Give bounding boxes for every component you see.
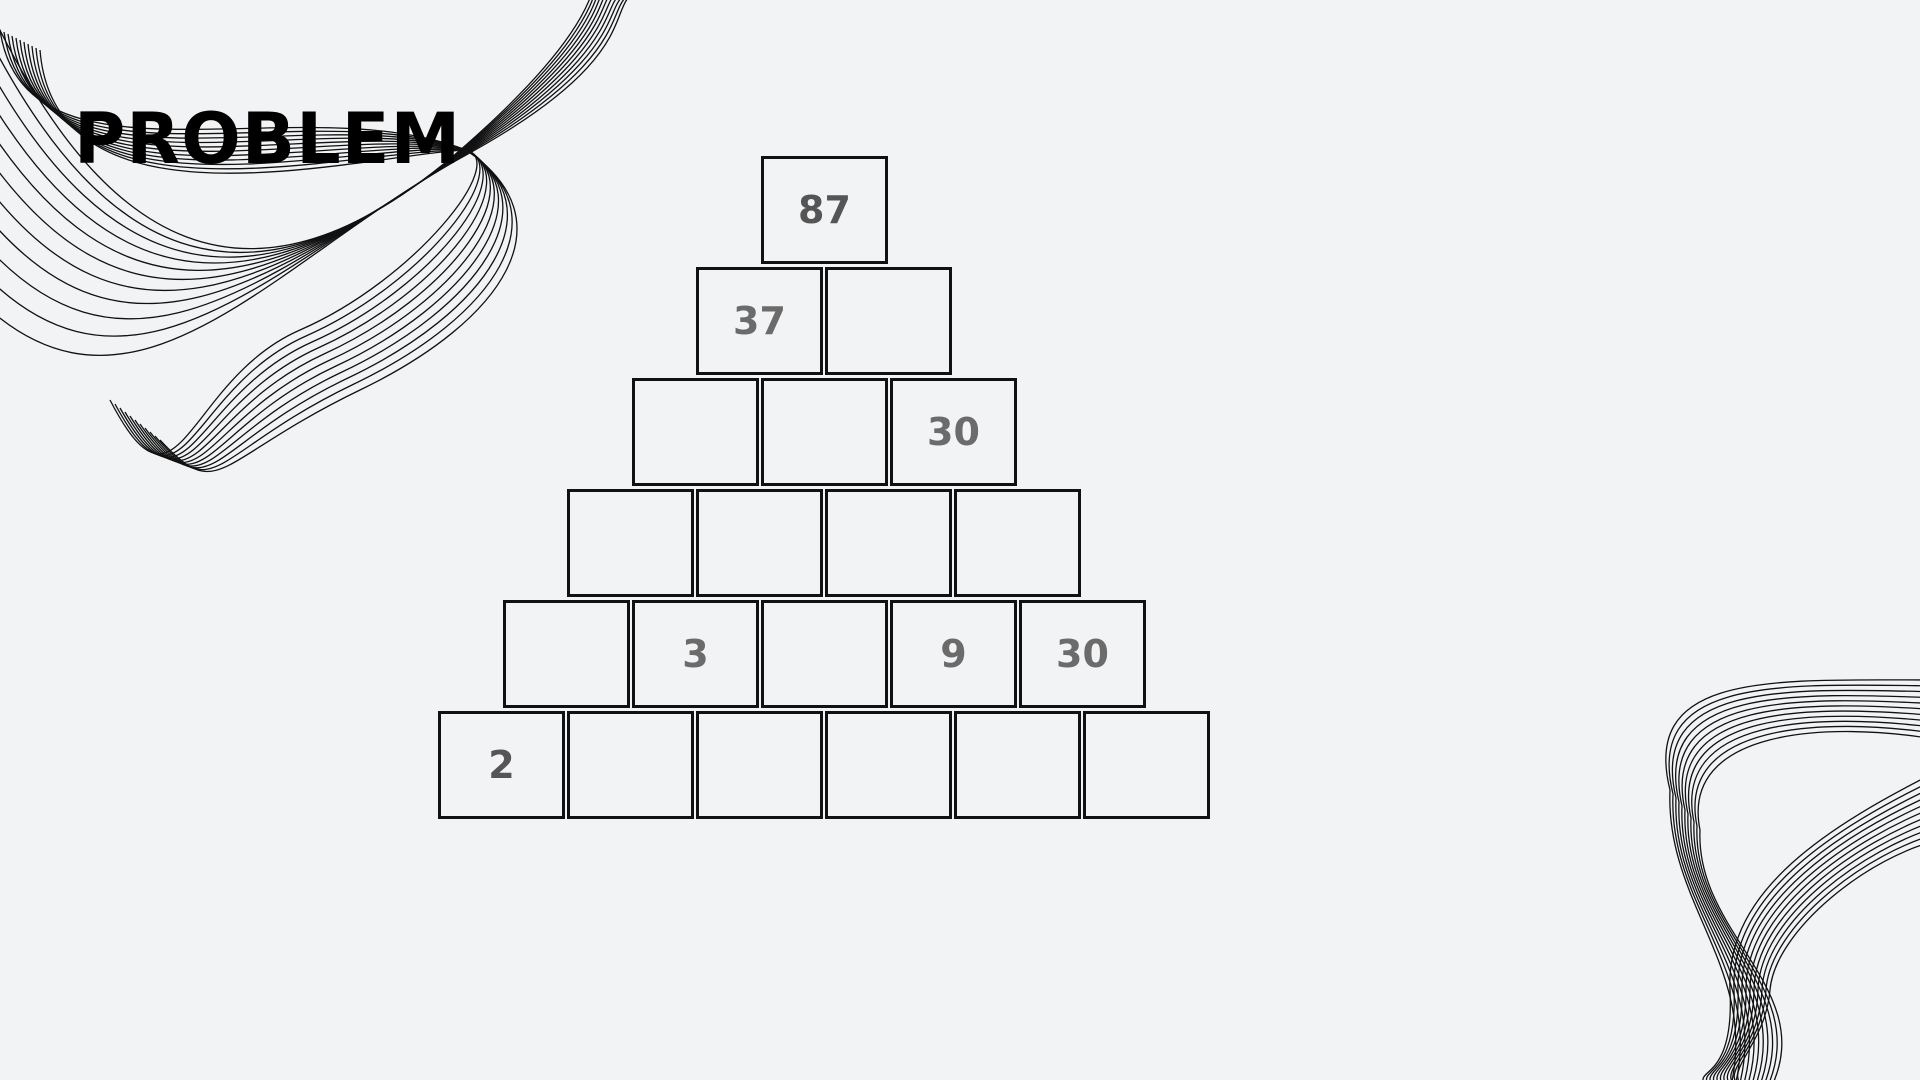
pyramid-cell[interactable]: 9 [890, 600, 1017, 708]
wave-line [1702, 779, 1920, 1080]
wave-line [1719, 812, 1920, 1080]
wave-line [1705, 786, 1920, 1080]
wave-lines-decoration-bottom-right [1665, 679, 1920, 1080]
wave-line [7, 33, 484, 458]
wave-line [23, 41, 499, 465]
pyramid-cell[interactable]: 3 [632, 600, 759, 708]
pyramid-cell[interactable]: 87 [761, 156, 888, 264]
pyramid-cell[interactable] [1083, 711, 1210, 819]
wave-line [1730, 832, 1920, 1080]
wave-line [0, 0, 597, 258]
wave-line [19, 39, 495, 464]
page-title: PROBLEM [74, 98, 462, 180]
pyramid-cell[interactable] [632, 378, 759, 486]
wave-line [1668, 684, 1920, 1080]
wave-line [1697, 730, 1920, 1080]
pyramid-cell[interactable] [825, 711, 952, 819]
wave-line [15, 37, 491, 462]
wave-line [31, 45, 509, 469]
wave-line [1684, 710, 1920, 1080]
pyramid-cell[interactable] [761, 378, 888, 486]
wave-line [0, 0, 628, 356]
wave-line [1665, 679, 1920, 1080]
wave-line [0, 29, 478, 455]
wave-line [1671, 689, 1920, 1080]
wave-line [0, 0, 590, 250]
wave-line [35, 47, 513, 471]
pyramid-cell[interactable] [696, 489, 823, 597]
pyramid-cell[interactable] [825, 489, 952, 597]
pyramid-cell[interactable] [503, 600, 630, 708]
wave-lines-decoration-top-left [0, 0, 628, 473]
wave-line [1726, 825, 1920, 1080]
wave-line [1737, 845, 1920, 1080]
pyramid-cell[interactable] [761, 600, 888, 708]
wave-line [0, 0, 594, 253]
wave-line [27, 43, 504, 467]
pyramid-cell[interactable] [954, 711, 1081, 819]
wave-line [11, 35, 488, 460]
pyramid-cell[interactable] [696, 711, 823, 819]
wave-line [1688, 715, 1920, 1080]
pyramid-cell[interactable] [954, 489, 1081, 597]
pyramid-cell[interactable] [567, 489, 694, 597]
wave-line [3, 31, 481, 457]
pyramid-cell[interactable]: 30 [890, 378, 1017, 486]
wave-line [1733, 838, 1920, 1080]
pyramid-cell[interactable] [825, 267, 952, 375]
pyramid-cell[interactable]: 37 [696, 267, 823, 375]
pyramid-cell[interactable]: 30 [1019, 600, 1146, 708]
pyramid-cell[interactable]: 2 [438, 711, 565, 819]
wave-line [39, 49, 518, 473]
wave-line [1723, 819, 1920, 1080]
wave-line [1674, 694, 1920, 1080]
wave-line [1694, 725, 1920, 1080]
pyramid-cell[interactable] [567, 711, 694, 819]
